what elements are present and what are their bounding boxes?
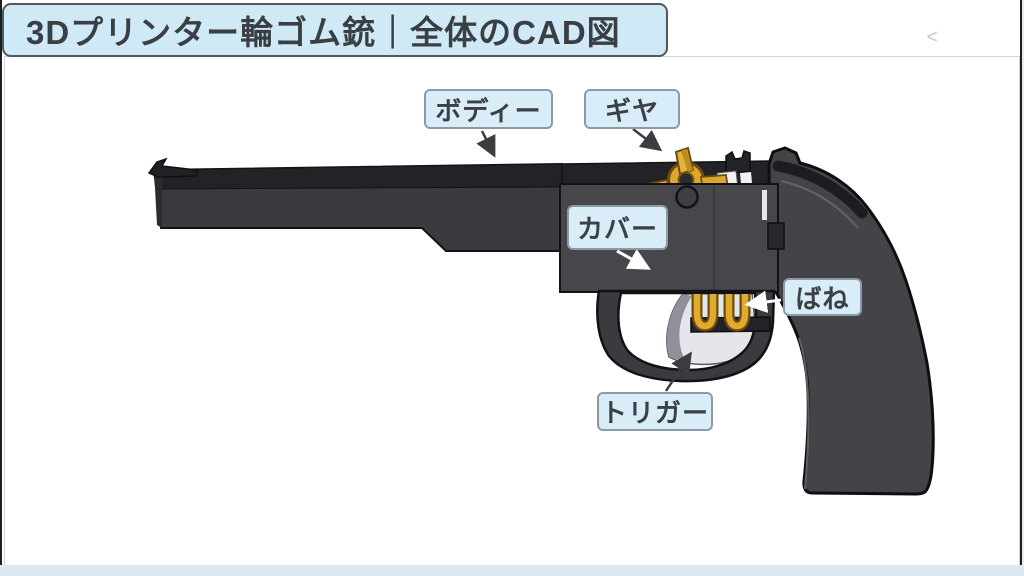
callout-gear: ギヤ <box>584 89 680 129</box>
body-arrow <box>476 130 496 158</box>
trigger-crescent <box>666 294 692 360</box>
grip-top-highlight <box>780 180 859 229</box>
callout-spring: ばね <box>783 278 862 316</box>
page-title: 3Dプリンター輪ゴム銃｜全体のCAD図 <box>2 3 668 57</box>
front-sight <box>147 157 198 178</box>
trigger-arrow <box>664 351 692 392</box>
hammer-slot-small <box>740 172 752 184</box>
spring-right <box>723 294 751 332</box>
callout-cover: カバー <box>567 205 668 250</box>
callout-body: ボディー <box>424 89 553 129</box>
barrel-top-face <box>153 163 563 190</box>
screen-right-edge <box>1020 0 1022 576</box>
prev-chevron-icon[interactable]: < <box>926 27 938 48</box>
rear-sight <box>725 150 751 173</box>
gear-tooth-facet <box>681 149 693 172</box>
page-title-text: 3Dプリンター輪ゴム銃｜全体のCAD図 <box>26 14 621 51</box>
pivot-screw <box>675 185 699 209</box>
screen-left-edge <box>0 0 2 576</box>
barrel-front-face <box>154 170 162 228</box>
cover-gap-sliver <box>762 190 767 220</box>
grip-top-shadow <box>772 160 868 219</box>
cover-arrow <box>616 248 651 270</box>
spring-left <box>691 294 719 332</box>
cover-notch <box>767 222 785 250</box>
grip-front-seam <box>798 337 810 490</box>
slide-footer-strip <box>0 565 1024 576</box>
callout-trigger: トリガー <box>597 392 713 431</box>
gear-arrow <box>632 128 663 152</box>
spring-arrow <box>744 290 782 313</box>
screen-right-sliver <box>1022 0 1024 576</box>
